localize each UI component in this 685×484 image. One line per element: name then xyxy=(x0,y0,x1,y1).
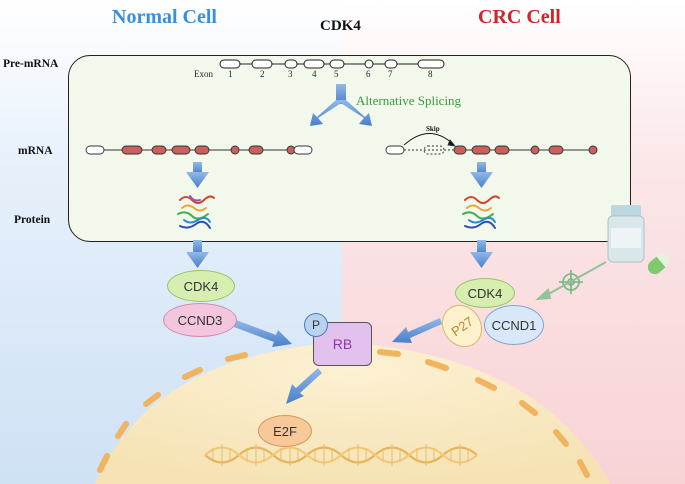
protein-structure-left xyxy=(177,195,215,229)
gene-name: CDK4 xyxy=(320,18,361,34)
exon-8 xyxy=(417,59,445,69)
cdk4-normal: CDK4 xyxy=(167,270,235,302)
mrna-normal xyxy=(85,145,313,155)
exon-number-2: 2 xyxy=(260,69,265,79)
arrow-mrna-to-protein-left xyxy=(186,162,209,188)
arrow-crc-complex-to-rb xyxy=(392,318,442,343)
exon-number-8: 8 xyxy=(428,69,433,79)
cdk4-crc: CDK4 xyxy=(455,278,515,308)
exon-4 xyxy=(303,59,325,69)
crc-cell-title: CRC Cell xyxy=(478,6,561,28)
mrna-crc xyxy=(385,133,598,155)
phosphate-group: P xyxy=(304,313,328,337)
exon-6 xyxy=(364,59,374,69)
exon-7 xyxy=(384,59,398,69)
exon-3 xyxy=(284,59,298,69)
normal-cell-title: Normal Cell xyxy=(112,6,217,28)
mrna-label: mRNA xyxy=(18,145,53,157)
exon-2 xyxy=(251,59,273,69)
dna-helix xyxy=(204,444,478,466)
exon-number-5: 5 xyxy=(334,69,339,79)
arrow-ccnd3-to-rb xyxy=(234,320,292,347)
skip-label: Skip xyxy=(426,125,440,133)
exon-5 xyxy=(329,59,345,69)
exon-number-4: 4 xyxy=(312,69,317,79)
alternative-splicing-arrow xyxy=(310,84,372,126)
protein-label: Protein xyxy=(14,214,51,226)
drug-bottle-icon xyxy=(607,205,645,263)
arrow-mrna-to-protein-right xyxy=(470,162,493,188)
skip-arc xyxy=(403,133,455,146)
arrow-protein-to-complex-left xyxy=(186,240,209,268)
exon-number-3: 3 xyxy=(288,69,293,79)
nuclear-envelope xyxy=(97,349,590,478)
e2f: E2F xyxy=(258,415,312,447)
exon-1 xyxy=(219,59,241,69)
arrow-rb-to-e2f xyxy=(286,368,322,404)
drug-inhibition-arrow xyxy=(535,261,607,301)
capsule-icon xyxy=(647,253,670,275)
alternative-splicing-label: Alternative Splicing xyxy=(356,93,462,108)
exon-number-7: 7 xyxy=(388,69,393,79)
protein-structure-right xyxy=(462,195,500,229)
exon-number-6: 6 xyxy=(366,69,371,79)
ccnd1: CCND1 xyxy=(484,305,544,345)
exon-number-1: 1 xyxy=(228,69,233,79)
ccnd3: CCND3 xyxy=(163,303,237,337)
exon-prefix: Exon xyxy=(194,69,213,79)
arrow-protein-to-complex-right xyxy=(470,240,493,268)
pre-mrna-gene xyxy=(219,59,445,69)
pre-mrna-label: Pre-mRNA xyxy=(3,58,59,70)
